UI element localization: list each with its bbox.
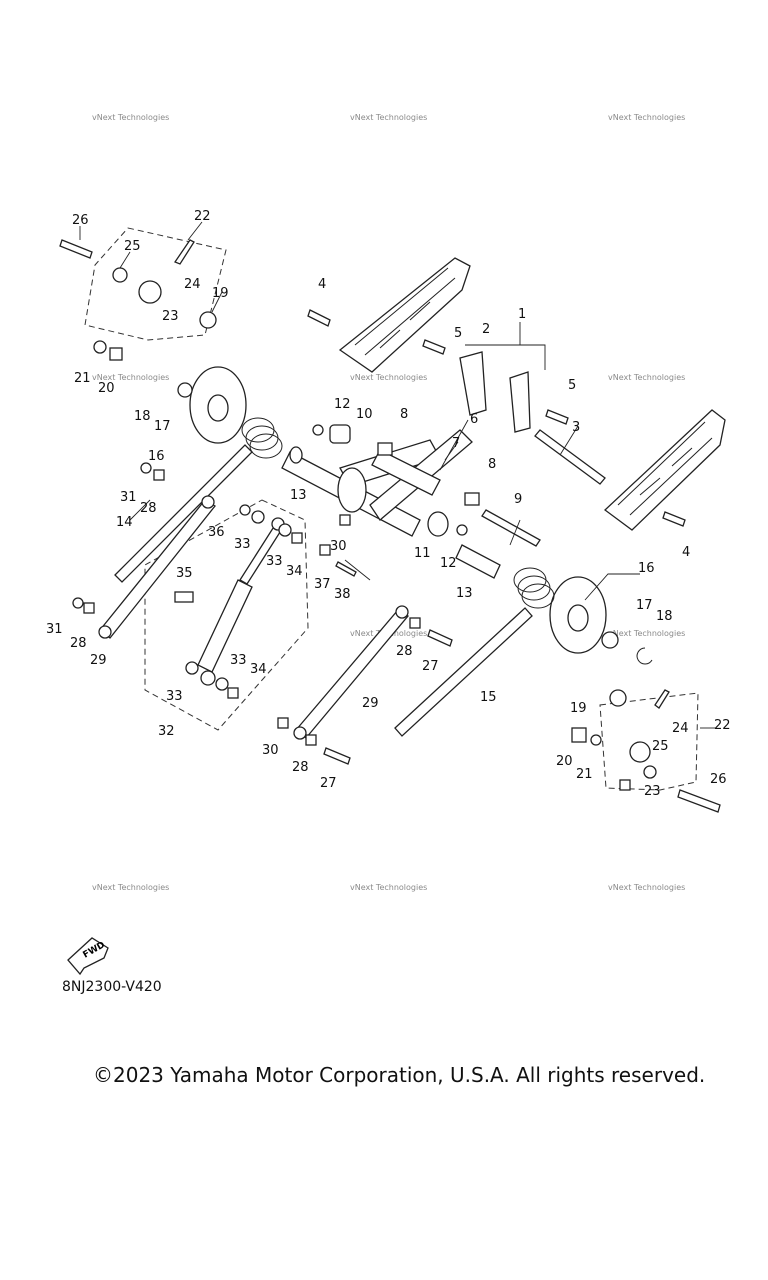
callout-number: 30 [262,743,279,758]
watermark-text: vNext Technologies [92,373,169,382]
callout-number: 9 [514,492,522,507]
callout-number: 31 [46,622,63,637]
callout-number: 28 [70,636,87,651]
callout-number: 13 [290,488,307,503]
callout-number: 33 [234,537,251,552]
callout-number: 13 [456,586,473,601]
callout-number: 37 [314,577,331,592]
watermark-text: vNext Technologies [350,883,427,892]
callout-number: 5 [568,378,576,393]
watermark-text: vNext Technologies [350,373,427,382]
callout-number: 23 [644,784,661,799]
callout-number: 25 [652,739,669,754]
callout-number: 22 [194,209,211,224]
callout-labels: 26 22 25 24 19 23 21 20 18 17 16 31 28 1… [46,209,731,799]
lower-right-bracket-group [599,692,699,791]
callout-number: 16 [148,449,165,464]
torsion-spring-left [114,417,283,583]
callout-number: 4 [318,277,326,292]
callout-number: 19 [570,701,587,716]
callout-number: 17 [154,419,171,434]
callout-number: 21 [74,371,91,386]
watermark-text: vNext Technologies [92,113,169,122]
watermark-text: vNext Technologies [92,883,169,892]
callout-number: 10 [356,407,373,422]
watermark-text: vNext Technologies [608,373,685,382]
callout-number: 16 [638,561,655,576]
callout-number: 20 [556,754,573,769]
group-outlines [84,227,699,791]
torsion-spring-right [394,567,555,737]
callout-number: 6 [470,412,478,427]
callout-number: 14 [116,515,133,530]
callout-number: 29 [90,653,107,668]
diagram-code: 8NJ2300-V420 [62,979,162,995]
callout-number: 34 [286,564,303,579]
callout-number: 28 [396,644,413,659]
callout-number: 1 [518,307,526,322]
front-arm-assembly [281,429,473,537]
callout-number: 33 [266,554,283,569]
callout-number: 4 [682,545,690,560]
fwd-arrow-icon: FWD [67,937,109,976]
callout-number: 25 [124,239,141,254]
callout-number: 30 [330,539,347,554]
upper-left-bracket-group [84,227,227,341]
callout-number: 12 [440,556,457,571]
callout-number: 11 [414,546,431,561]
callout-number: 24 [184,277,201,292]
callout-number: 28 [292,760,309,775]
copyright-text: ©2023 Yamaha Motor Corporation, U.S.A. A… [93,1063,706,1087]
callout-number: 28 [140,501,157,516]
callout-number: 2 [482,322,490,337]
callout-number: 5 [454,326,462,341]
callout-number: 33 [166,689,183,704]
callout-number: 32 [158,724,175,739]
watermark-text: vNext Technologies [608,629,685,638]
callout-number: 23 [162,309,179,324]
callout-number: 34 [250,662,267,677]
callout-number: 18 [656,609,673,624]
watermark-text: vNext Technologies [608,883,685,892]
callout-number: 27 [422,659,439,674]
callout-number: 18 [134,409,151,424]
side-rail-right [603,409,726,531]
callout-number: 7 [452,436,460,451]
callout-number: 31 [120,490,137,505]
leader-lines [79,221,715,729]
side-rail-left [338,257,471,373]
callout-number: 20 [98,381,115,396]
callout-number: 17 [636,598,653,613]
callout-number: 27 [320,776,337,791]
idler-wheel-upper [189,366,247,444]
callout-number: 8 [488,457,496,472]
callout-number: 3 [572,420,580,435]
shock-absorber-group [144,499,309,731]
callout-number: 29 [362,696,379,711]
hardware [59,239,721,813]
link-arm-left [98,495,216,639]
callout-number: 12 [334,397,351,412]
callout-number: 35 [176,566,193,581]
callout-number: 38 [334,587,351,602]
callout-number: 8 [400,407,408,422]
callout-number: 26 [72,213,89,228]
callout-number: 15 [480,690,497,705]
callout-number: 19 [212,286,229,301]
idler-wheel-lower [549,576,607,654]
callout-number: 36 [208,525,225,540]
callout-number: 24 [672,721,689,736]
watermark-text: vNext Technologies [350,113,427,122]
shock-absorber [197,517,285,686]
callout-number: 21 [576,767,593,782]
callout-number: 33 [230,653,247,668]
callout-number: 22 [714,718,731,733]
pivot-bracket [459,351,606,485]
callout-number: 26 [710,772,727,787]
watermark-text: vNext Technologies [608,113,685,122]
link-arm-right [293,605,409,740]
